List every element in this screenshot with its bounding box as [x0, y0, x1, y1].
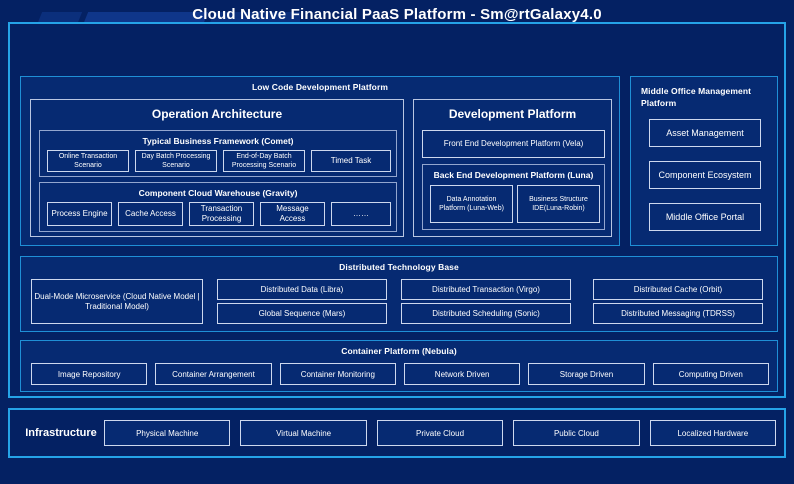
panel-distributed-technology-base[interactable]: Distributed Technology Base Dual-Mode Mi… [20, 256, 778, 332]
chip-day-batch-processing-scenario[interactable]: Day Batch Processing Scenario [135, 150, 217, 172]
chip-online-transaction-scenario[interactable]: Online Transaction Scenario [47, 150, 129, 172]
chip-private-cloud[interactable]: Private Cloud [376, 420, 504, 446]
chip-asset-management[interactable]: Asset Management [649, 119, 761, 147]
chip-network-driven[interactable]: Network Driven [403, 363, 521, 385]
chip-data-annotation-platform[interactable]: Data Annotation Platform (Luna-Web) [430, 185, 513, 223]
chip-distributed-data[interactable]: Distributed Data (Libra) [217, 279, 387, 300]
infrastructure-label: Infrastructure [25, 427, 97, 439]
back-end-title: Back End Development Platform (Luna) [433, 170, 594, 180]
chip-public-cloud[interactable]: Public Cloud [513, 420, 640, 446]
chip-timed-task[interactable]: Timed Task [311, 150, 391, 172]
chip-distributed-messaging[interactable]: Distributed Messaging (TDRSS) [593, 303, 763, 324]
chip-storage-driven[interactable]: Storage Driven [528, 363, 645, 385]
chip-cache-access[interactable]: Cache Access [118, 202, 183, 226]
chip-component-ecosystem[interactable]: Component Ecosystem [649, 161, 761, 189]
panel-infrastructure[interactable]: Infrastructure Physical Machine Virtual … [8, 408, 786, 458]
group-development-platform[interactable]: Development Platform Front End Developme… [413, 99, 612, 237]
chip-dual-mode-microservice[interactable]: Dual-Mode Microservice (Cloud Native Mod… [31, 279, 203, 324]
chip-front-end-development-platform[interactable]: Front End Development Platform (Vela) [422, 130, 605, 158]
container-items-row: Image Repository Container Arrangement C… [31, 363, 769, 385]
chip-process-engine[interactable]: Process Engine [47, 202, 112, 226]
middle-office-title: Middle Office Management Platform [641, 86, 752, 108]
chip-middle-office-portal[interactable]: Middle Office Portal [649, 203, 761, 231]
chip-business-structure-ide[interactable]: Business Structure IDE(Luna-Robin) [517, 185, 600, 223]
distributed-title: Distributed Technology Base [339, 262, 459, 272]
chip-container-monitoring[interactable]: Container Monitoring [279, 363, 396, 385]
panel-container-platform[interactable]: Container Platform (Nebula) Image Reposi… [20, 340, 778, 392]
chip-end-of-day-batch-processing-scenario[interactable]: End-of-Day Batch Processing Scenario [223, 150, 305, 172]
chip-container-arrangement[interactable]: Container Arrangement [155, 363, 272, 385]
chip-more-ellipsis[interactable]: …… [331, 202, 391, 226]
infrastructure-items-row: Physical Machine Virtual Machine Private… [104, 420, 777, 446]
container-platform-title: Container Platform (Nebula) [341, 346, 457, 356]
low-code-title: Low Code Development Platform [251, 82, 389, 92]
chip-distributed-scheduling[interactable]: Distributed Scheduling (Sonic) [401, 303, 571, 324]
page-title: Cloud Native Financial PaaS Platform - S… [192, 6, 602, 23]
sub-typical-business-framework[interactable]: Typical Business Framework (Comet) Onlin… [39, 130, 397, 177]
chip-localized-hardware[interactable]: Localized Hardware [649, 420, 777, 446]
chip-distributed-transaction[interactable]: Distributed Transaction (Virgo) [401, 279, 571, 300]
sub-component-cloud-warehouse[interactable]: Component Cloud Warehouse (Gravity) Proc… [39, 182, 397, 232]
component-warehouse-title: Component Cloud Warehouse (Gravity) [138, 188, 298, 198]
sub-back-end-development-platform[interactable]: Back End Development Platform (Luna) Dat… [422, 164, 605, 230]
chip-computing-driven[interactable]: Computing Driven [652, 363, 769, 385]
business-framework-title: Typical Business Framework (Comet) [142, 136, 294, 146]
chip-message-access[interactable]: Message Access [260, 202, 325, 226]
chip-distributed-cache[interactable]: Distributed Cache (Orbit) [593, 279, 763, 300]
chip-global-sequence[interactable]: Global Sequence (Mars) [217, 303, 387, 324]
panel-middle-office-management[interactable]: Middle Office Management Platform Asset … [630, 76, 778, 246]
panel-low-code-development-platform[interactable]: Low Code Development Platform Operation … [20, 76, 620, 246]
development-platform-title: Development Platform [448, 107, 577, 121]
chip-physical-machine[interactable]: Physical Machine [104, 420, 231, 446]
chip-transaction-processing[interactable]: Transaction Processing [189, 202, 254, 226]
chip-virtual-machine[interactable]: Virtual Machine [240, 420, 367, 446]
main-platform-frame: Low Code Development Platform Operation … [8, 22, 786, 398]
chip-image-repository[interactable]: Image Repository [31, 363, 148, 385]
operation-architecture-title: Operation Architecture [151, 107, 283, 121]
group-operation-architecture[interactable]: Operation Architecture Typical Business … [30, 99, 404, 237]
